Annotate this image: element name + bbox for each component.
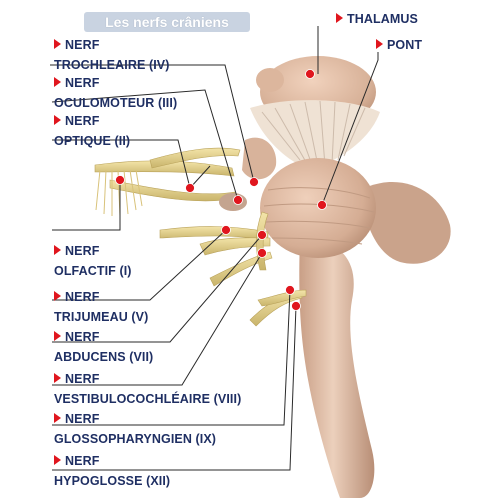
marker-optique bbox=[185, 183, 195, 193]
label-optique: NERF OPTIQUE (II) bbox=[54, 114, 131, 148]
marker-trochleaire bbox=[249, 177, 259, 187]
arrow-icon bbox=[54, 77, 61, 87]
markers bbox=[115, 69, 327, 311]
label-glossopharyngien: NERF GLOSSOPHARYNGIEN (IX) bbox=[54, 412, 217, 446]
label-hypoglosse: NERF HYPOGLOSSE (XII) bbox=[54, 454, 171, 488]
marker-abducens bbox=[257, 230, 267, 240]
label-oculomoteur: NERF OCULOMOTEUR (III) bbox=[54, 76, 178, 110]
leader-lines bbox=[50, 26, 379, 471]
marker-glossopharyngien bbox=[285, 285, 295, 295]
cerebellum bbox=[360, 182, 451, 264]
arrow-icon bbox=[54, 413, 61, 423]
arrow-icon bbox=[54, 455, 61, 465]
marker-thalamus bbox=[305, 69, 315, 79]
arrow-icon bbox=[54, 331, 61, 341]
medulla bbox=[299, 235, 375, 498]
arrow-icon bbox=[376, 39, 383, 49]
optic-nerves bbox=[94, 147, 241, 202]
marker-hypoglosse bbox=[291, 301, 301, 311]
label-trochleaire: NERF TROCHLEAIRE (IV) bbox=[54, 38, 170, 72]
arrow-icon bbox=[54, 39, 61, 49]
arrow-icon bbox=[54, 373, 61, 383]
pons-shape bbox=[260, 158, 376, 258]
label-trijumeau: NERF TRIJUMEAU (V) bbox=[54, 290, 149, 324]
arrow-icon bbox=[336, 13, 343, 23]
marker-trijumeau bbox=[221, 225, 231, 235]
arrow-icon bbox=[54, 291, 61, 301]
label-vestibulocochleaire: NERF VESTIBULOCOCHLÉAIRE (VIII) bbox=[54, 372, 242, 406]
title: Les nerfs crâniens bbox=[84, 12, 250, 32]
label-thalamus: THALAMUS bbox=[336, 12, 418, 26]
label-olfactif: NERF OLFACTIF (I) bbox=[54, 244, 132, 278]
marker-pont bbox=[317, 200, 327, 210]
marker-vestibulocochleaire bbox=[257, 248, 267, 258]
marker-oculomoteur bbox=[233, 195, 243, 205]
label-abducens: NERF ABDUCENS (VII) bbox=[54, 330, 154, 364]
arrow-icon bbox=[54, 115, 61, 125]
label-pont: PONT bbox=[376, 38, 422, 52]
arrow-icon bbox=[54, 245, 61, 255]
marker-olfactif bbox=[115, 175, 125, 185]
